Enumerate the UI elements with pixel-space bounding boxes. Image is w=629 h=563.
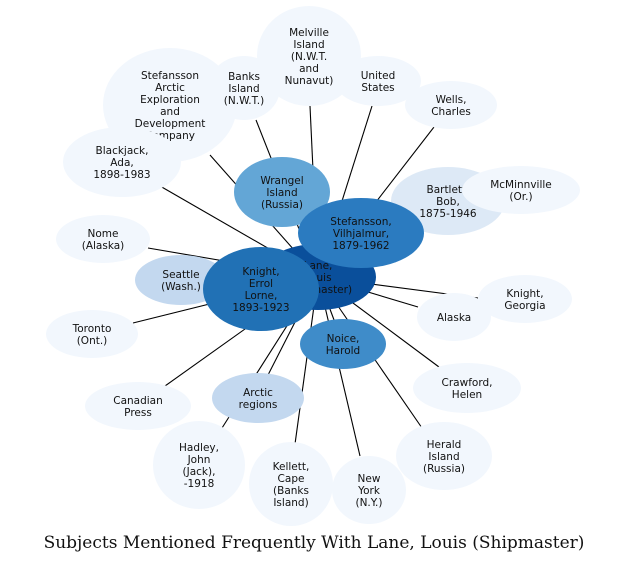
node-bubble-united-states [335, 56, 421, 106]
node-bubble-blackjack-ada [63, 127, 181, 197]
node-layer: Lane,Louis(Shipmaster)StefanssonArcticEx… [46, 6, 580, 526]
node-label-seattle: Seattle(Wash.) [161, 269, 201, 293]
node-bubble-wrangel-island [234, 157, 330, 227]
node-bubble-hadley-john [153, 421, 245, 509]
node-bubble-wells-charles [405, 81, 497, 129]
node-bubble-herald-island [396, 422, 492, 490]
node-stefansson-vilhjalmur[interactable]: Stefansson,Vilhjalmur,1879-1962 [298, 198, 424, 268]
node-bubble-arctic-regions [212, 373, 304, 423]
node-bubble-stefansson-vilhjalmur [298, 198, 424, 268]
node-bubble-crawford-helen [413, 363, 521, 413]
node-label-nome: Nome(Alaska) [82, 228, 125, 252]
node-label-bartlett-bob: Bartlett,Bob,1875-1946 [419, 184, 477, 220]
node-toronto[interactable]: Toronto(Ont.) [46, 310, 138, 358]
diagram-title: Subjects Mentioned Frequently With Lane,… [44, 533, 585, 553]
node-bubble-new-york [332, 456, 406, 524]
node-label-hadley-john: Hadley,John(Jack),-1918 [179, 442, 219, 490]
node-label-crawford-helen: Crawford,Helen [442, 377, 493, 401]
node-knight-georgia[interactable]: Knight,Georgia [478, 275, 572, 323]
node-bubble-kellett-cape [249, 442, 333, 526]
node-mcminnville[interactable]: McMinnville(Or.) [462, 166, 580, 214]
node-alaska[interactable]: Alaska [417, 293, 491, 341]
node-label-noice-harold: Noice,Harold [326, 333, 360, 357]
node-bubble-nome [56, 215, 150, 263]
node-bubble-toronto [46, 310, 138, 358]
node-crawford-helen[interactable]: Crawford,Helen [413, 363, 521, 413]
node-wells-charles[interactable]: Wells,Charles [405, 81, 497, 129]
node-label-knight-georgia: Knight,Georgia [504, 288, 545, 312]
node-label-mcminnville: McMinnville(Or.) [490, 179, 552, 203]
node-noice-harold[interactable]: Noice,Harold [300, 319, 386, 369]
node-label-stefansson-vilhjalmur: Stefansson,Vilhjalmur,1879-1962 [330, 216, 391, 252]
node-label-alaska: Alaska [437, 312, 471, 324]
node-label-wells-charles: Wells,Charles [431, 94, 471, 118]
node-blackjack-ada[interactable]: Blackjack,Ada,1898-1983 [63, 127, 181, 197]
node-bubble-alaska [417, 293, 491, 341]
node-bubble-canadian-press [85, 382, 191, 430]
node-bubble-knight-georgia [478, 275, 572, 323]
node-label-toronto: Toronto(Ont.) [72, 323, 112, 347]
node-hadley-john[interactable]: Hadley,John(Jack),-1918 [153, 421, 245, 509]
node-bubble-knight-errol [203, 247, 319, 331]
node-bubble-mcminnville [462, 166, 580, 214]
node-label-blackjack-ada: Blackjack,Ada,1898-1983 [93, 145, 150, 181]
node-bubble-noice-harold [300, 319, 386, 369]
node-nome[interactable]: Nome(Alaska) [56, 215, 150, 263]
